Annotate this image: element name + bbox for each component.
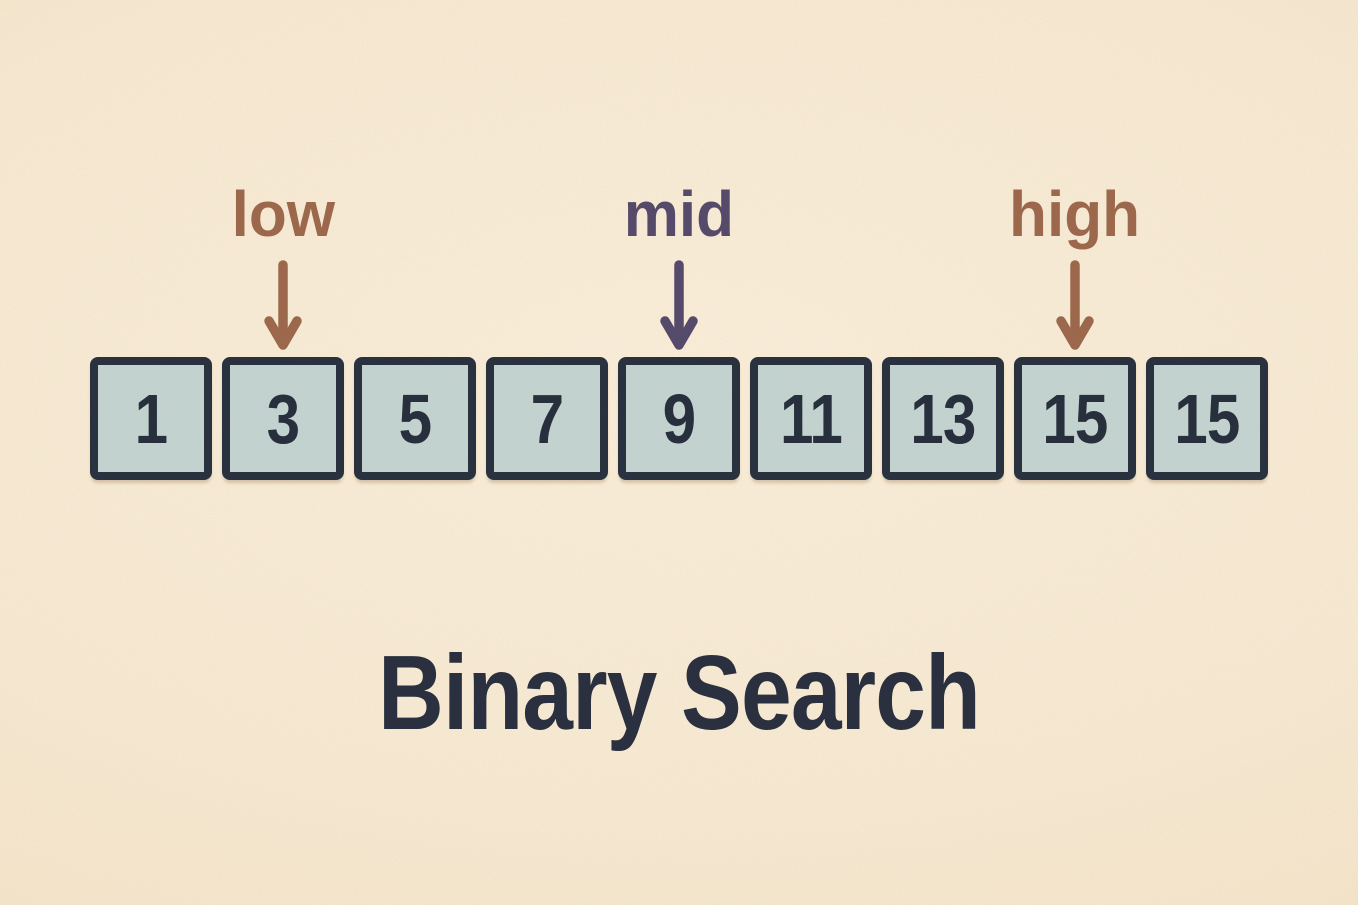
down-arrow-icon <box>1056 260 1094 350</box>
array-row: 1 3 5 7 9 11 13 15 15 <box>90 357 1268 480</box>
array-cell-value: 3 <box>266 379 300 458</box>
array-cell-value: 9 <box>662 379 696 458</box>
array-cell: 3 <box>222 357 344 480</box>
array-cell: 5 <box>354 357 476 480</box>
array-cell: 9 <box>618 357 740 480</box>
array-cell: 15 <box>1146 357 1268 480</box>
pointer-high: high <box>975 182 1175 352</box>
array-cell: 7 <box>486 357 608 480</box>
array-cell-value: 15 <box>1174 379 1240 458</box>
pointer-label: high <box>1009 178 1141 250</box>
array-cell: 1 <box>90 357 212 480</box>
pointer-low: low <box>183 182 383 352</box>
down-arrow-icon <box>660 260 698 350</box>
diagram-title: Binary Search <box>378 634 981 752</box>
array-cell-value: 15 <box>1042 379 1108 458</box>
array-cell: 11 <box>750 357 872 480</box>
array-cell-value: 5 <box>398 379 432 458</box>
array-cell-value: 7 <box>530 379 564 458</box>
pointer-mid: mid <box>579 182 779 352</box>
array-cell: 13 <box>882 357 1004 480</box>
pointer-label: low <box>231 178 335 250</box>
pointer-label: mid <box>623 178 735 250</box>
array-cell-value: 13 <box>910 379 976 458</box>
array-cell: 15 <box>1014 357 1136 480</box>
down-arrow-icon <box>264 260 302 350</box>
array-cell-value: 11 <box>780 379 843 458</box>
array-cell-value: 1 <box>134 379 168 458</box>
